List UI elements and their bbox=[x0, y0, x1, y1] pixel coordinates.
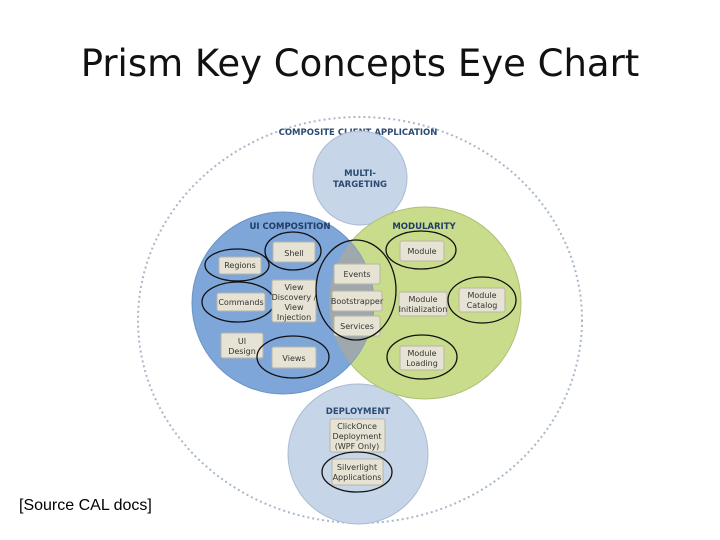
silverlight-item: Silverlight Applications bbox=[321, 451, 393, 493]
module-loading-label-2: Loading bbox=[406, 359, 438, 368]
regions-item: Regions bbox=[204, 248, 270, 282]
silverlight-label-2: Applications bbox=[333, 473, 382, 482]
ui-design-label-2: Design bbox=[228, 347, 256, 356]
deployment-bubble bbox=[287, 383, 429, 525]
services-item: Services bbox=[333, 315, 381, 337]
views-item: Views bbox=[256, 335, 330, 379]
commands-label: Commands bbox=[218, 298, 263, 307]
module-loading-item: Module Loading bbox=[386, 334, 458, 380]
module-initialization-label-1: Module bbox=[408, 295, 437, 304]
multi-targeting-bubble bbox=[312, 130, 408, 226]
module-item: Module bbox=[385, 230, 457, 270]
commands-item: Commands bbox=[201, 281, 275, 323]
ui-design-label-1: UI bbox=[238, 337, 246, 346]
module-initialization-label-2: Initialization bbox=[399, 305, 448, 314]
regions-label: Regions bbox=[224, 261, 256, 270]
slide-title: Prism Key Concepts Eye Chart bbox=[80, 42, 640, 85]
multi-targeting-label-2: TARGETING bbox=[333, 180, 387, 190]
source-note: [Source CAL docs] bbox=[19, 497, 152, 514]
module-catalog-label-2: Catalog bbox=[467, 301, 498, 310]
module-initialization-item: Module Initialization bbox=[398, 291, 448, 317]
view-discovery-label-1: View bbox=[285, 283, 304, 292]
ui-composition-label: UI COMPOSITION bbox=[250, 222, 331, 232]
composite-app-boundary bbox=[137, 116, 583, 524]
view-discovery-label-3: View bbox=[285, 303, 304, 312]
modularity-label: MODULARITY bbox=[392, 222, 456, 232]
clickonce-label-2: Deployment bbox=[333, 432, 382, 441]
view-discovery-item: View Discovery / View Injection bbox=[271, 279, 317, 323]
clickonce-label-3: (WPF Only) bbox=[335, 442, 379, 451]
view-discovery-label-4: Injection bbox=[277, 313, 311, 322]
bootstrapper-item: Bootstrapper bbox=[331, 290, 384, 312]
bootstrapper-label: Bootstrapper bbox=[331, 297, 384, 306]
clickonce-label-1: ClickOnce bbox=[337, 422, 377, 431]
module-catalog-label-1: Module bbox=[467, 291, 496, 300]
services-label: Services bbox=[340, 322, 374, 331]
events-item: Events bbox=[333, 263, 381, 285]
views-label: Views bbox=[282, 354, 305, 363]
module-label: Module bbox=[407, 247, 436, 256]
shared-services-highlight bbox=[315, 239, 397, 341]
multi-targeting-label-1: MULTI- bbox=[344, 169, 376, 179]
clickonce-item: ClickOnce Deployment (WPF Only) bbox=[329, 418, 386, 453]
silverlight-label-1: Silverlight bbox=[337, 463, 377, 472]
events-label: Events bbox=[343, 270, 370, 279]
deployment-label: DEPLOYMENT bbox=[326, 407, 391, 417]
shell-item: Shell bbox=[264, 231, 322, 271]
module-catalog-item: Module Catalog bbox=[447, 276, 517, 324]
view-discovery-label-2: Discovery / bbox=[272, 293, 317, 302]
module-loading-label-1: Module bbox=[407, 349, 436, 358]
shell-label: Shell bbox=[284, 249, 304, 258]
